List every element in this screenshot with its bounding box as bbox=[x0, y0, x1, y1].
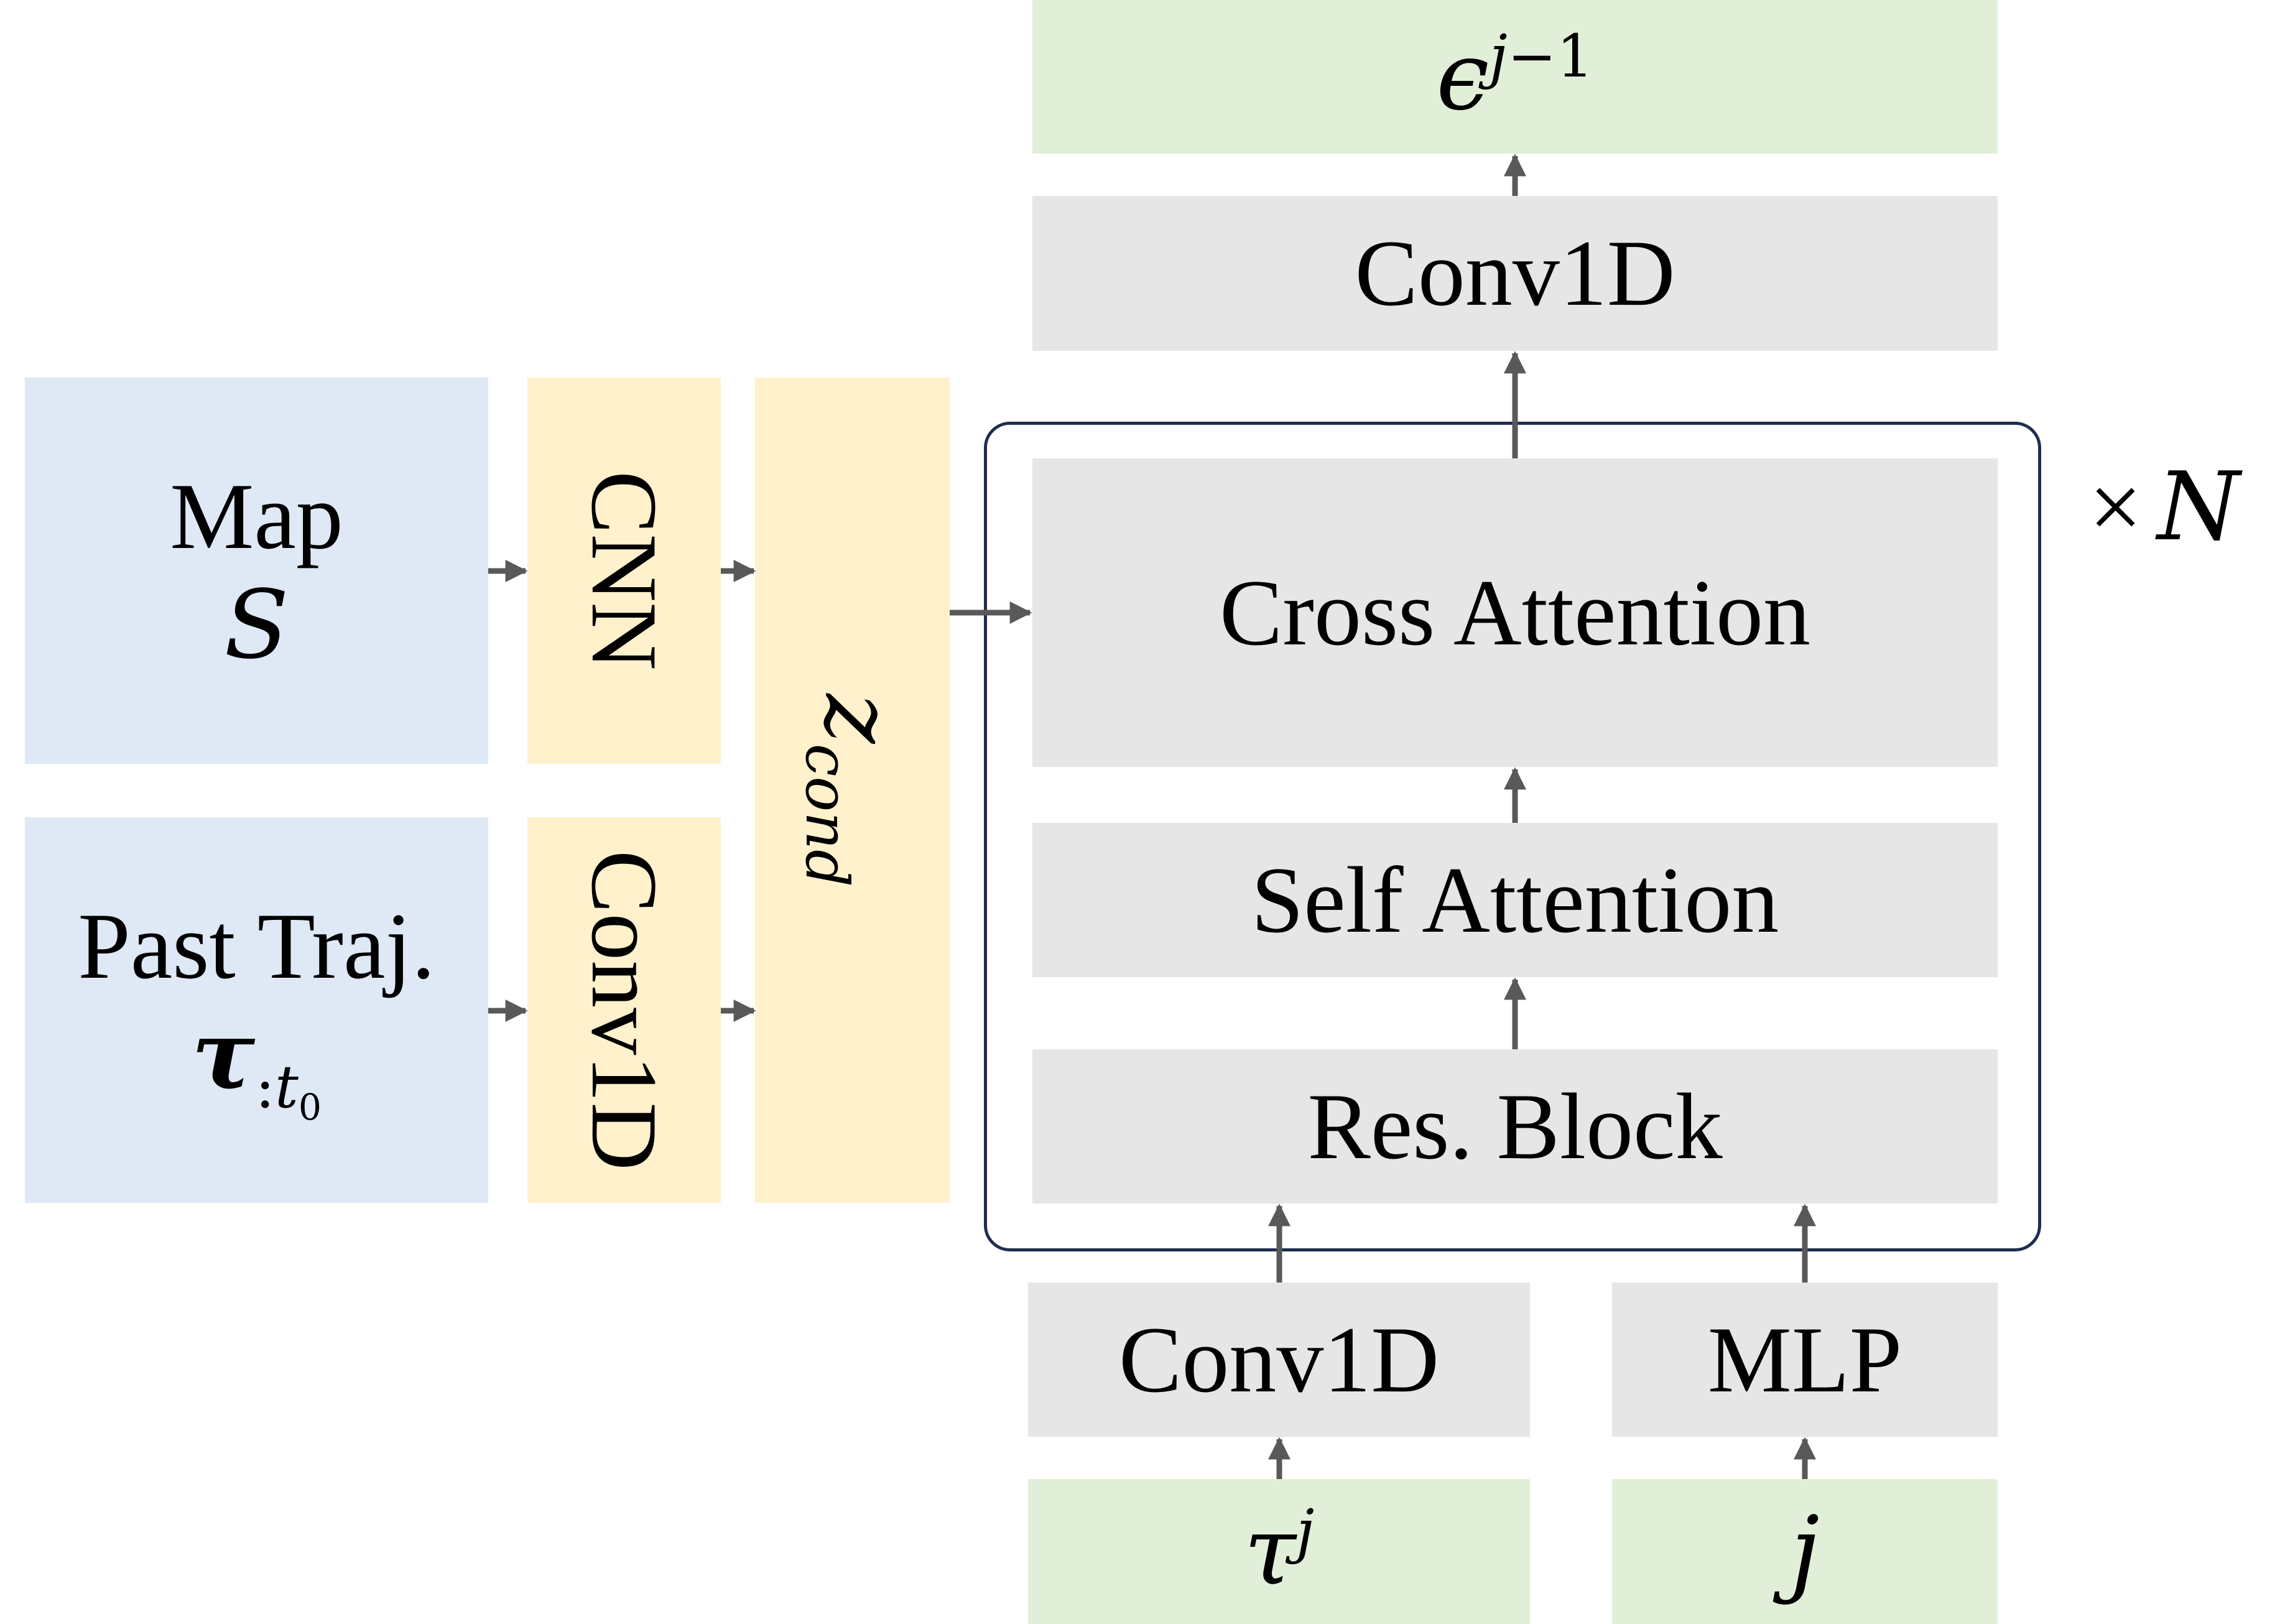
past-traj-conv1d-block: Conv1D bbox=[527, 817, 721, 1203]
cnn-encoder-block: CNN bbox=[527, 378, 721, 764]
map-input-box: Map S bbox=[25, 378, 488, 764]
past-traj-label: Past Traj. bbox=[78, 893, 435, 998]
cross-attention-label: Cross Attention bbox=[1219, 560, 1811, 665]
res-block: Res. Block bbox=[1032, 1049, 1998, 1204]
z-cond-block: zcond bbox=[755, 378, 950, 1203]
mlp-label: MLP bbox=[1707, 1307, 1902, 1412]
output-epsilon-label: ϵj−1 bbox=[1436, 21, 1594, 131]
map-symbol: S bbox=[224, 569, 289, 680]
past-traj-symbol: τ:t0 bbox=[191, 998, 322, 1128]
self-attention-label: Self Attention bbox=[1251, 847, 1779, 952]
noisy-traj-input-box: τj bbox=[1028, 1479, 1530, 1624]
traj-conv1d-label: Conv1D bbox=[1118, 1307, 1440, 1412]
noisy-traj-label: τj bbox=[1243, 1495, 1315, 1606]
repeat-label: ×N bbox=[2088, 451, 2240, 562]
output-conv1d-label: Conv1D bbox=[1355, 221, 1675, 326]
traj-conv1d-block: Conv1D bbox=[1028, 1283, 1530, 1437]
step-label: j bbox=[1790, 1496, 1820, 1607]
past-traj-input-box: Past Traj. τ:t0 bbox=[25, 817, 488, 1203]
map-label: Map bbox=[170, 463, 343, 568]
res-block-label: Res. Block bbox=[1307, 1074, 1723, 1179]
cross-attention-block: Cross Attention bbox=[1032, 458, 1998, 767]
mlp-block: MLP bbox=[1612, 1283, 1998, 1437]
output-conv1d-block: Conv1D bbox=[1032, 196, 1998, 351]
output-epsilon-box: ϵj−1 bbox=[1032, 0, 1998, 154]
self-attention-block: Self Attention bbox=[1032, 823, 1998, 977]
step-input-box: j bbox=[1612, 1479, 1998, 1624]
